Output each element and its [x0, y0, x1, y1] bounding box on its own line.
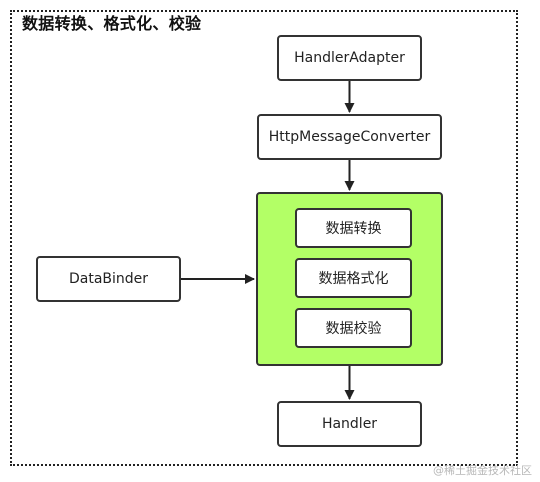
node-data-binder: DataBinder — [36, 256, 181, 302]
node-data-format: 数据格式化 — [295, 258, 412, 298]
dotted-frame — [10, 10, 518, 466]
node-handler: Handler — [277, 401, 422, 447]
watermark: @稀土掘金技术社区 — [433, 464, 532, 477]
node-handler-adapter: HandlerAdapter — [277, 35, 422, 81]
node-http-message-converter: HttpMessageConverter — [257, 114, 442, 160]
data-processing-group: 数据转换 数据格式化 数据校验 — [256, 192, 443, 366]
node-data-convert: 数据转换 — [295, 208, 412, 248]
diagram-title: 数据转换、格式化、校验 — [22, 14, 202, 33]
node-data-validate: 数据校验 — [295, 308, 412, 348]
